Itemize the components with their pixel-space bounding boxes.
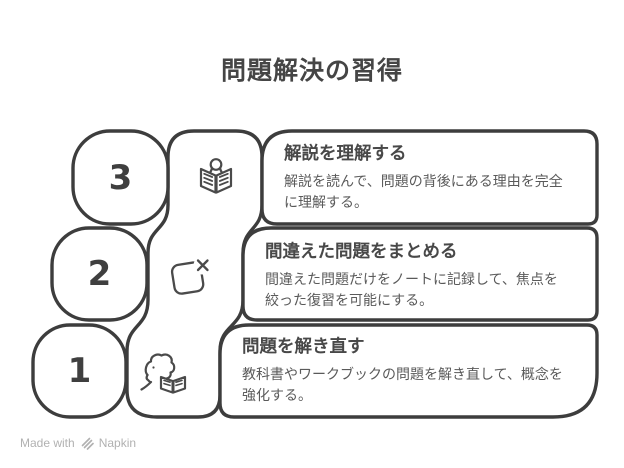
made-with-label: Made with [20,436,75,450]
number-bubble-2 [50,226,149,322]
number-bubble-3 [71,129,170,226]
step-number-3: 3 [108,157,133,198]
step-1-heading: 問題を解き直す [242,336,365,356]
step-3-text: 解説を理解する 解説を読んで、問題の背後にある理由を完全に理解する。 [284,143,574,213]
step-card-3 [260,129,599,226]
step-1-text: 問題を解き直す 教科書やワークブックの問題を解き直して、概念を強化する。 [242,336,566,406]
rethink-reader-icon [140,353,187,394]
napkin-brand-label: Napkin [98,436,137,450]
step-2-heading: 間違えた問題をまとめる [265,241,458,261]
napkin-logo-icon [80,436,94,450]
wrong-note-icon [170,256,212,295]
step-number-1: 1 [67,351,92,391]
step-3-description: 解説を読んで、問題の背後にある理由を完全に理解する。 [284,173,563,210]
step-card-1 [218,323,599,419]
made-with-napkin-credit: Made with Napkin [20,436,136,450]
step-3-heading: 解説を理解する [284,143,407,163]
reading-document-icon [199,158,233,194]
step-1-description: 教科書やワークブックの問題を解き直して、概念を強化する。 [242,366,563,403]
step-2-description: 間違えた問題だけをノートに記録して、焦点を絞った復習を可能にする。 [265,271,558,308]
step-card-2 [241,226,599,322]
step-2-text: 間違えた問題をまとめる 間違えた問題だけをノートに記録して、焦点を絞った復習を可… [265,241,559,311]
step-number-2: 2 [87,254,112,294]
number-bubble-1 [31,323,128,419]
diagram-title: 問題解決の習得 [220,57,403,85]
